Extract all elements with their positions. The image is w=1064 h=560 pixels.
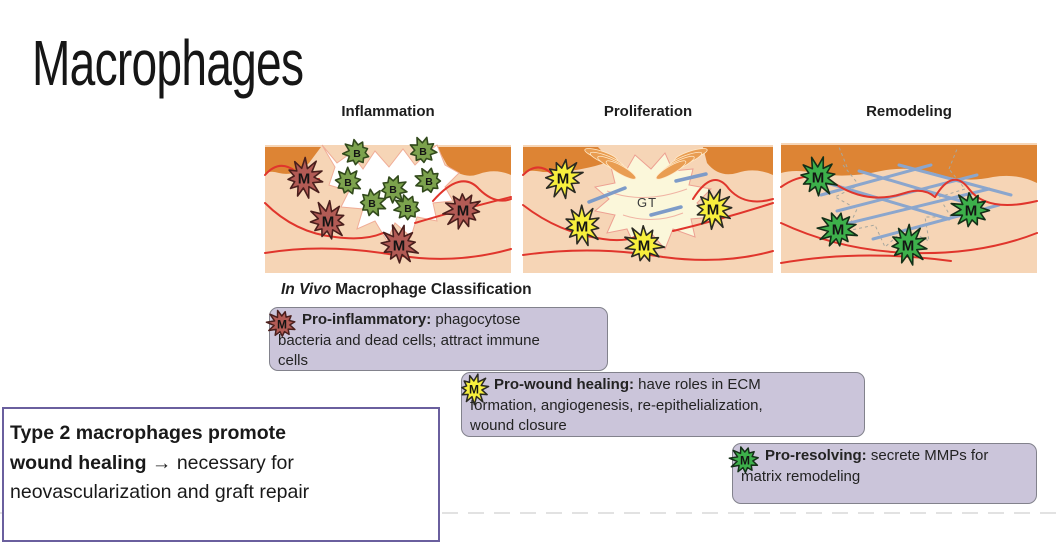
svg-text:M: M	[965, 202, 978, 219]
scab-right	[437, 147, 511, 176]
macrophage-m1-icon: M	[265, 307, 299, 341]
healed-scab	[781, 145, 1037, 183]
macrophage-cell: M	[696, 188, 733, 231]
macrophage-cell: M	[287, 156, 324, 199]
macrophage-cell: M	[565, 204, 600, 247]
bacteria-cell: B	[334, 166, 362, 195]
box-pro-inflammatory: M Pro-inflammatory: phagocytose bacteria…	[265, 307, 608, 371]
bacteria-cell: B	[393, 194, 421, 221]
svg-text:M: M	[832, 221, 845, 238]
collagen-matrix	[819, 163, 1013, 241]
svg-text:B: B	[344, 177, 352, 189]
macrophage-cell: M	[816, 212, 859, 247]
svg-text:M: M	[322, 213, 335, 230]
bacteria-cell: B	[414, 167, 442, 194]
remodeling-cells: M M M M	[800, 156, 991, 266]
macrophage-m2-icon: M	[457, 372, 491, 406]
proliferation-cells: M M M M	[544, 158, 733, 262]
granulation-tissue	[593, 152, 715, 250]
macrophage-cell: M	[442, 193, 481, 230]
macrophage-resolving-icon: M	[728, 443, 762, 477]
svg-text:B: B	[368, 198, 376, 210]
epithelial-tongue-left	[584, 148, 637, 180]
macrophage-cell: M	[800, 156, 838, 197]
scab-left	[265, 147, 321, 174]
callout-text: Type 2 macrophages promote wound healing…	[10, 422, 310, 503]
bacteria-cell: B	[409, 136, 438, 164]
bacteria-cell: B	[359, 188, 387, 217]
panel-title-remodeling: Remodeling	[866, 103, 952, 120]
blood-vessel-lines	[522, 166, 774, 261]
svg-text:B: B	[419, 146, 427, 158]
svg-text:M: M	[638, 237, 651, 254]
svg-text:M: M	[576, 218, 589, 235]
macrophage-cell: M	[309, 199, 345, 240]
panel-proliferation: GT M M M M	[522, 145, 774, 273]
macrophage-cell: M	[891, 223, 928, 266]
classification-heading-italic: In Vivo	[281, 281, 332, 298]
svg-text:B: B	[353, 148, 361, 160]
svg-text:M: M	[707, 201, 720, 218]
svg-text:B: B	[404, 203, 412, 215]
scab-right	[703, 147, 773, 175]
svg-text:M: M	[740, 454, 750, 468]
granulation-tissue-label: GT	[637, 195, 657, 210]
box-pro-resolving-text: Pro-resolving: secrete MMPs for matrix r…	[741, 447, 989, 485]
bacteria-cell: B	[380, 175, 408, 204]
page-title: Macrophages	[32, 27, 304, 99]
macrophage-cell: M	[544, 158, 584, 200]
box-pro-inflammatory-text: Pro-inflammatory: phagocytose bacteria a…	[278, 311, 540, 369]
page-boundary-dashed-line	[0, 512, 1064, 514]
svg-text:B: B	[425, 176, 433, 188]
svg-text:M: M	[298, 170, 311, 187]
callout-type2-macrophages: Type 2 macrophages promote wound healing…	[2, 407, 440, 542]
svg-text:M: M	[277, 318, 287, 332]
classification-heading-rest: Macrophage Classification	[335, 281, 532, 298]
box-pro-wound-healing: M Pro-wound healing: have roles in ECM f…	[461, 372, 865, 437]
svg-text:B: B	[389, 184, 397, 196]
box-pro-wound-healing-text: Pro-wound healing: have roles in ECM for…	[470, 376, 763, 434]
svg-text:M: M	[557, 170, 570, 187]
svg-text:M: M	[812, 169, 825, 186]
macrophage-cell: M	[380, 224, 420, 264]
svg-text:M: M	[457, 202, 470, 219]
macrophage-cell: M	[950, 191, 991, 228]
panel-title-inflammation: Inflammation	[341, 103, 435, 120]
svg-text:M: M	[902, 237, 915, 254]
macrophage-cell: M	[624, 225, 666, 262]
panel-remodeling: M M M M	[780, 143, 1038, 273]
panel-title-proliferation: Proliferation	[603, 103, 693, 120]
svg-text:M: M	[393, 237, 406, 254]
proliferation-diagram: GT M M M M	[522, 145, 774, 273]
svg-text:M: M	[469, 383, 479, 397]
epithelial-tongue-right	[655, 148, 708, 180]
remodeling-diagram: M M M M	[780, 143, 1038, 273]
bacteria-cell: B	[341, 138, 370, 166]
collagen-fibers	[587, 172, 708, 217]
box-pro-resolving: M Pro-resolving: secrete MMPs for matrix…	[728, 443, 1037, 504]
